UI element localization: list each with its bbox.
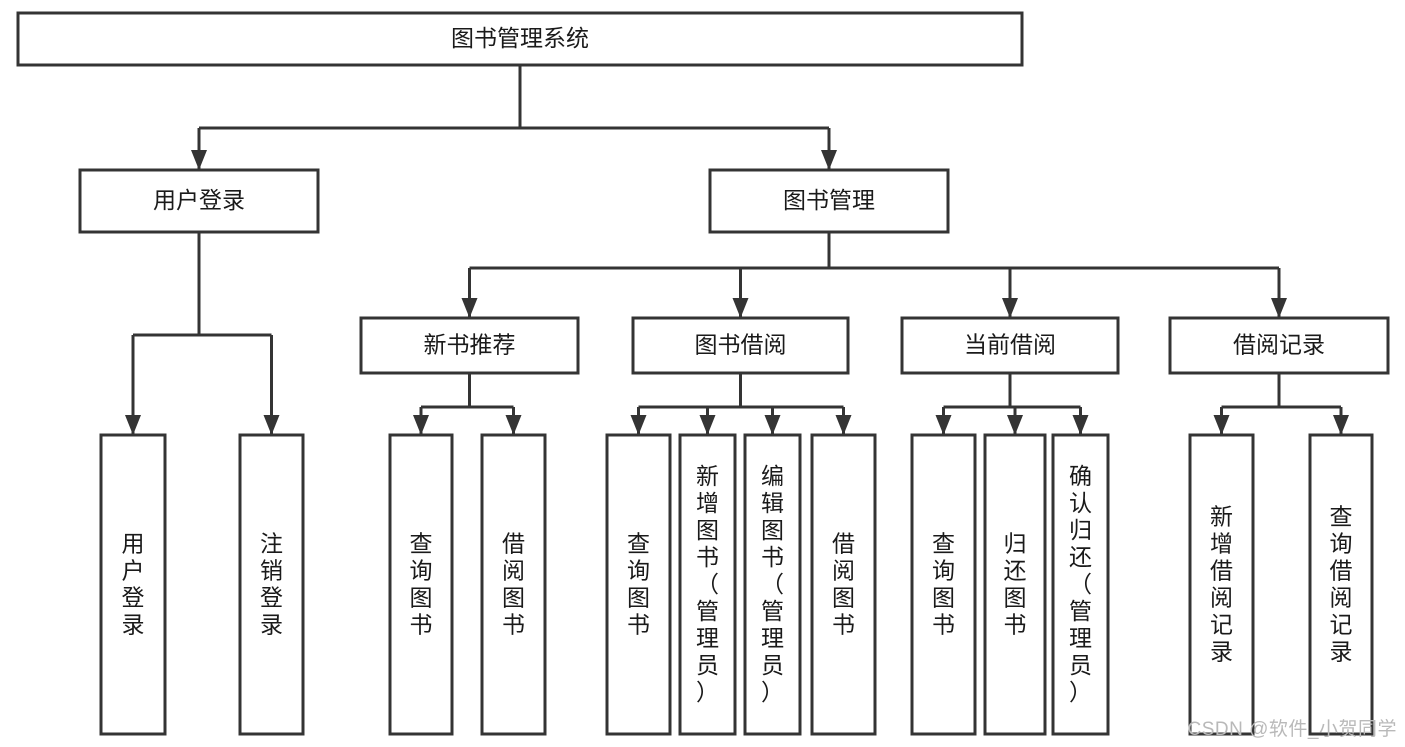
node-label-leaf-add-book: 新增图书（管理员）	[696, 463, 719, 705]
node-leaf-add-book[interactable]: 新增图书（管理员）	[678, 433, 737, 736]
node-label-leaf-borrow-book-1: 借阅图书	[502, 531, 525, 638]
arrow-current-borrow-to-leaf-query-book-3	[935, 415, 952, 435]
arrow-book-manage-to-borrow-record	[1271, 298, 1287, 318]
node-box-leaf-add-record	[1188, 433, 1255, 736]
node-box-leaf-return-book	[983, 433, 1047, 736]
node-user-login[interactable]: 用户登录	[78, 168, 320, 234]
node-box-leaf-user-logout	[238, 433, 305, 736]
arrow-borrow-record-to-leaf-query-record	[1333, 415, 1349, 435]
node-label-book-manage: 图书管理	[783, 187, 875, 213]
node-borrow-record[interactable]: 借阅记录	[1168, 316, 1390, 375]
node-leaf-user-login[interactable]: 用户登录	[99, 433, 167, 736]
node-leaf-borrow-book-2[interactable]: 借阅图书	[810, 433, 877, 736]
node-label-new-book-recommend: 新书推荐	[424, 332, 516, 358]
arrow-book-borrow-to-leaf-add-book	[699, 415, 716, 435]
node-box-root	[16, 11, 1024, 67]
arrow-borrow-record-to-leaf-add-record	[1213, 415, 1230, 435]
connector-layer	[125, 65, 1349, 435]
node-leaf-add-record[interactable]: 新增借阅记录	[1188, 433, 1255, 736]
node-root[interactable]: 图书管理系统	[16, 11, 1024, 67]
node-label-leaf-query-book-3: 查询图书	[932, 531, 955, 638]
arrow-book-manage-to-new-book-recommend	[461, 298, 478, 318]
node-label-leaf-user-logout: 注销登录	[260, 531, 283, 638]
arrow-user-login-to-leaf-user-login	[125, 415, 141, 435]
node-box-borrow-record	[1168, 316, 1390, 375]
node-leaf-return-book[interactable]: 归还图书	[983, 433, 1047, 736]
node-label-leaf-query-book-1: 查询图书	[410, 531, 433, 638]
node-box-leaf-query-book-2	[605, 433, 672, 736]
node-new-book-recommend[interactable]: 新书推荐	[359, 316, 580, 375]
node-box-leaf-user-login	[99, 433, 167, 736]
node-box-current-borrow	[900, 316, 1120, 375]
arrow-current-borrow-to-leaf-return-book	[1007, 415, 1023, 435]
arrow-new-book-recommend-to-leaf-borrow-book-1	[505, 415, 522, 435]
node-label-leaf-confirm-return: 确认归还（管理员）	[1069, 463, 1092, 705]
arrow-root-to-book-manage	[821, 150, 837, 170]
node-box-leaf-query-book-3	[910, 433, 977, 736]
node-label-book-borrow: 图书借阅	[695, 332, 787, 358]
arrow-new-book-recommend-to-leaf-query-book-1	[413, 415, 429, 435]
node-current-borrow[interactable]: 当前借阅	[900, 316, 1120, 375]
arrow-book-manage-to-book-borrow	[732, 298, 749, 318]
node-book-borrow[interactable]: 图书借阅	[631, 316, 850, 375]
node-leaf-query-book-1[interactable]: 查询图书	[388, 433, 454, 736]
arrow-book-manage-to-current-borrow	[1002, 298, 1018, 318]
node-leaf-edit-book[interactable]: 编辑图书（管理员）	[743, 433, 802, 736]
node-box-leaf-query-record	[1308, 433, 1374, 736]
node-leaf-confirm-return[interactable]: 确认归还（管理员）	[1051, 433, 1110, 736]
node-label-leaf-edit-book: 编辑图书（管理员）	[761, 463, 784, 705]
node-label-leaf-query-book-2: 查询图书	[627, 531, 650, 638]
node-label-user-login: 用户登录	[153, 187, 245, 213]
node-label-borrow-record: 借阅记录	[1233, 332, 1325, 358]
node-label-root: 图书管理系统	[451, 25, 589, 51]
node-leaf-query-book-3[interactable]: 查询图书	[910, 433, 977, 736]
arrow-book-borrow-to-leaf-edit-book	[764, 415, 781, 435]
node-leaf-query-book-2[interactable]: 查询图书	[605, 433, 672, 736]
node-label-leaf-add-record: 新增借阅记录	[1210, 504, 1233, 665]
node-leaf-borrow-book-1[interactable]: 借阅图书	[480, 433, 547, 736]
node-box-user-login	[78, 168, 320, 234]
node-label-current-borrow: 当前借阅	[964, 332, 1056, 358]
node-box-leaf-edit-book	[743, 433, 802, 736]
node-label-leaf-user-login: 用户登录	[122, 531, 145, 638]
node-book-manage[interactable]: 图书管理	[708, 168, 950, 234]
node-label-leaf-return-book: 归还图书	[1004, 531, 1027, 638]
node-box-leaf-borrow-book-1	[480, 433, 547, 736]
node-leaf-query-record[interactable]: 查询借阅记录	[1308, 433, 1374, 736]
node-box-leaf-add-book	[678, 433, 737, 736]
node-box-leaf-query-book-1	[388, 433, 454, 736]
arrow-root-to-user-login	[191, 150, 207, 170]
arrow-book-borrow-to-leaf-borrow-book-2	[835, 415, 852, 435]
arrow-current-borrow-to-leaf-confirm-return	[1072, 415, 1089, 435]
arrow-book-borrow-to-leaf-query-book-2	[630, 415, 647, 435]
node-box-book-manage	[708, 168, 950, 234]
node-layer: 图书管理系统用户登录图书管理新书推荐图书借阅当前借阅借阅记录用户登录注销登录查询…	[16, 11, 1390, 736]
arrow-user-login-to-leaf-user-logout	[263, 415, 280, 435]
node-leaf-user-logout[interactable]: 注销登录	[238, 433, 305, 736]
node-box-leaf-borrow-book-2	[810, 433, 877, 736]
node-box-book-borrow	[631, 316, 850, 375]
node-label-leaf-query-record: 查询借阅记录	[1330, 504, 1353, 665]
node-box-new-book-recommend	[359, 316, 580, 375]
node-box-leaf-confirm-return	[1051, 433, 1110, 736]
node-label-leaf-borrow-book-2: 借阅图书	[832, 531, 855, 638]
